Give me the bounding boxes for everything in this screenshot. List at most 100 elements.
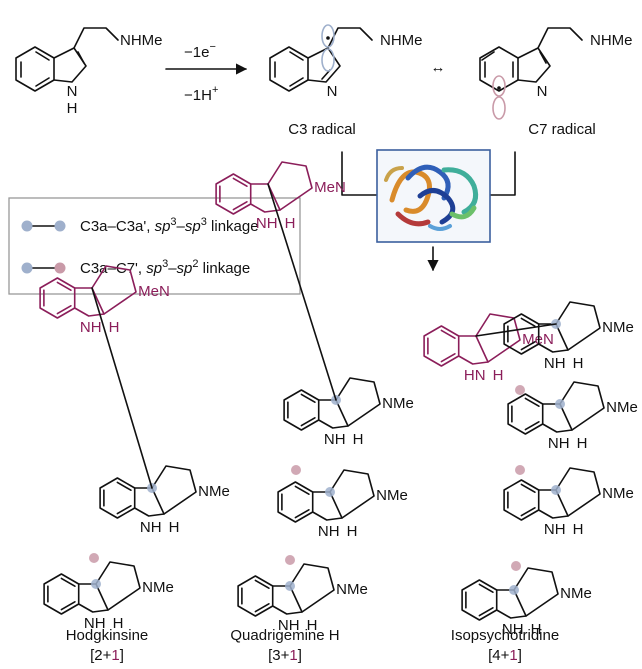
caption-hodgkinsine: Hodgkinsine [2+1] xyxy=(66,627,149,664)
linkage-dot-icon xyxy=(91,579,101,589)
resonance-arrow: ↔ xyxy=(431,59,446,76)
product-name: Isopsychotridine xyxy=(451,627,559,644)
linkage-dot-icon xyxy=(555,399,565,409)
c7-nhme-label: NHMe xyxy=(590,32,633,49)
product-count: [2+1] xyxy=(90,647,124,664)
pink-dot-icon xyxy=(291,465,301,475)
linkage-dot-icon xyxy=(509,585,519,595)
merge-bracket xyxy=(341,151,516,196)
linkage-dot-icon xyxy=(285,581,295,591)
nh-label: NH xyxy=(324,431,346,448)
c3-p-orbital-icon xyxy=(321,24,335,48)
c7-n-label: N xyxy=(537,83,548,100)
nme-label: NMe xyxy=(382,395,414,412)
nme-label: NMe xyxy=(198,483,230,500)
c3-nhme-label: NHMe xyxy=(380,32,423,49)
h-label: H xyxy=(169,519,180,536)
hodgkinsine-unit-top: NH MeN H xyxy=(39,265,170,336)
h-label: H xyxy=(113,615,124,632)
h-label: H xyxy=(577,435,588,452)
linkage-dot-icon xyxy=(551,485,561,495)
pink-dot-icon xyxy=(515,385,525,395)
start-h-label: H xyxy=(67,100,78,117)
legend-item-sp3-sp3: C3a–C3a', sp3–sp3 linkage xyxy=(21,216,259,235)
nme-label: NMe xyxy=(606,399,638,416)
c3-radical-structure: N NHMe xyxy=(269,24,423,100)
enzyme-ribbon-icon xyxy=(384,164,479,231)
product-count: [4+1] xyxy=(488,647,522,664)
product-name: Hodgkinsine xyxy=(66,627,149,644)
blue-dot-icon xyxy=(21,220,33,232)
start-nh-label: N xyxy=(67,83,78,100)
c3-radical-caption: C3 radical xyxy=(288,121,356,138)
nh-label: HN xyxy=(464,367,486,384)
nh-label: NH xyxy=(84,615,106,632)
starting-tryptamine: N H NHMe xyxy=(15,27,163,117)
c3-radical-dot xyxy=(326,36,330,40)
pink-dot-icon xyxy=(54,262,66,274)
nh-label: NH xyxy=(502,621,524,638)
legend-label-sp3-sp3: C3a–C3a', sp3–sp3 linkage xyxy=(80,216,259,235)
nme-label: MeN xyxy=(314,179,346,196)
h-label: H xyxy=(573,355,584,372)
nh-label: NH xyxy=(140,519,162,536)
nh-label: NH xyxy=(80,319,102,336)
nh-label: NH xyxy=(318,523,340,540)
arrow-minus-electron: −1e− xyxy=(184,41,216,61)
linkage-bond xyxy=(267,183,337,401)
caption-quadrigemine-h: Quadrigemine H [3+1] xyxy=(230,627,339,664)
c7-radical-caption: C7 radical xyxy=(528,121,596,138)
start-nhme-label: NHMe xyxy=(120,32,163,49)
legend-label-sp3-sp2: C3a–C7', sp3–sp2 linkage xyxy=(80,258,250,277)
h-label: H xyxy=(493,367,504,384)
nh-label: NH xyxy=(544,355,566,372)
quadrigemine-unit-top: NH MeN H xyxy=(215,161,346,232)
c7-p-orbital-icon xyxy=(492,96,506,120)
pink-dot-icon xyxy=(515,465,525,475)
nme-label: NMe xyxy=(602,485,634,502)
pink-dot-icon xyxy=(89,553,99,563)
nh-label: NH xyxy=(278,617,300,634)
c7-radical-dot xyxy=(497,86,501,90)
nme-label: MeN xyxy=(138,283,170,300)
linkage-dot-icon xyxy=(325,487,335,497)
h-label: H xyxy=(109,319,120,336)
product-count: [3+1] xyxy=(268,647,302,664)
enzyme-picture xyxy=(376,149,491,243)
h-label: H xyxy=(285,215,296,232)
nh-label: NH xyxy=(548,435,570,452)
h-label: H xyxy=(347,523,358,540)
h-label: H xyxy=(531,621,542,638)
h-label: H xyxy=(353,431,364,448)
blue-dot-icon xyxy=(54,220,66,232)
product-structures: NHMeNHNHNMeHNHNMeHNHMeNHNHNMeHNHNMeHNHNM… xyxy=(39,161,638,638)
oxidation-arrow: −1e− −1H+ xyxy=(165,41,248,104)
nme-label: NMe xyxy=(142,579,174,596)
nme-label: NMe xyxy=(602,319,634,336)
linkage-bond xyxy=(475,323,557,337)
pink-dot-icon xyxy=(511,561,521,571)
pink-dot-icon xyxy=(285,555,295,565)
h-label: H xyxy=(307,617,318,634)
nh-label: NH xyxy=(544,521,566,538)
nme-label: NMe xyxy=(560,585,592,602)
c7-radical-structure: N NHMe xyxy=(479,27,633,120)
h-label: H xyxy=(573,521,584,538)
nme-label: NMe xyxy=(376,487,408,504)
caption-isopsychotridine: Isopsychotridine [4+1] xyxy=(451,627,559,664)
arrow-minus-proton: −1H+ xyxy=(184,84,218,104)
legend-item-sp3-sp2: C3a–C7', sp3–sp2 linkage xyxy=(21,258,250,277)
nme-label: NMe xyxy=(336,581,368,598)
nh-label: NH xyxy=(256,215,278,232)
